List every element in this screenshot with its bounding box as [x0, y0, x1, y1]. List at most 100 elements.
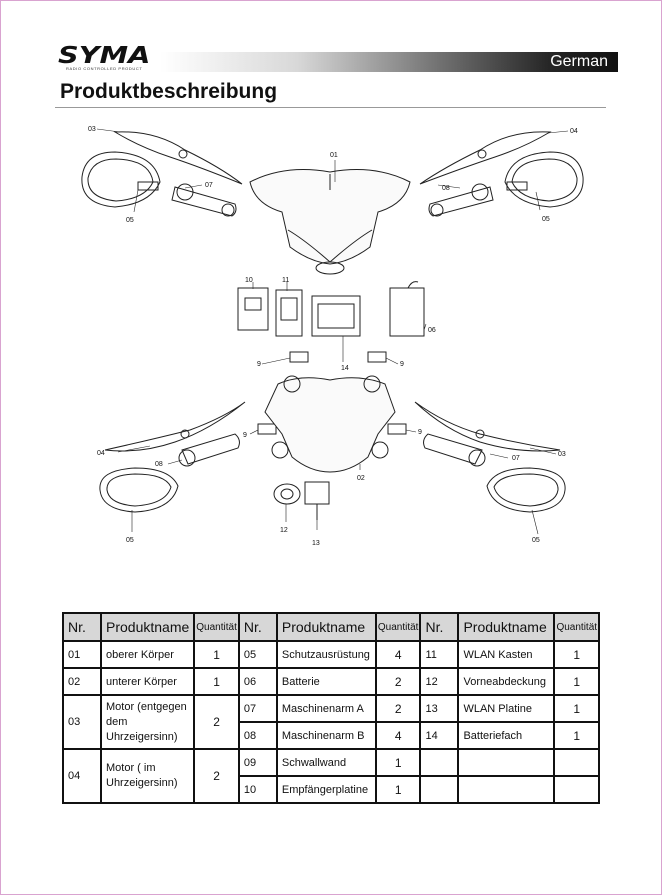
title-divider: [55, 107, 606, 108]
cell-qty: 1: [553, 694, 601, 723]
label-08: 08: [442, 185, 450, 192]
header-qty: Quantität: [193, 612, 240, 642]
cell-nr: 01: [62, 640, 102, 669]
table-row: 03 Motor (entgegen dem Uhrzeigersinn) 2 …: [62, 694, 601, 750]
table-row: 01 oberer Körper 1 05 Schutzausrüstung 4…: [62, 640, 601, 669]
table-row: 02 unterer Körper 1 06 Batterie 2 12 Vor…: [62, 667, 601, 696]
label-11: 11: [282, 277, 289, 284]
label-04-bottom: 04: [97, 450, 105, 457]
cell-qty: 1: [374, 748, 422, 777]
wifi-box-drawing: [275, 289, 303, 337]
cell-qty: 1: [553, 721, 601, 750]
label-05: 05: [126, 217, 134, 224]
propeller-03-bottom-drawing: [414, 401, 561, 452]
cell-qty: 4: [374, 721, 422, 750]
cell-name: Maschinenarm A: [275, 694, 377, 723]
cell-name: oberer Körper: [99, 640, 196, 669]
label-9-b: 9: [400, 361, 404, 368]
arm-08-bottom-drawing: [178, 433, 240, 467]
cell-name: Maschinenarm B: [275, 721, 377, 750]
label-9-a: 9: [257, 361, 261, 368]
header-qty: Quantität: [553, 612, 601, 642]
cell-name: Vorneabdeckung: [457, 667, 556, 696]
label-08-bottom: 08: [155, 461, 163, 468]
propeller-03-drawing: [113, 131, 243, 185]
label-05-bottom-left: 05: [126, 537, 134, 544]
cell-empty: [419, 775, 460, 804]
front-cover-drawing: [273, 483, 301, 505]
label-02: 02: [357, 475, 365, 482]
page-title: Produktbeschreibung: [60, 80, 278, 103]
cell-nr: 02: [62, 667, 102, 696]
cell-nr: 03: [62, 694, 102, 750]
label-07: 07: [205, 182, 213, 189]
label-05-right: 05: [542, 216, 550, 223]
cell-qty: 4: [374, 640, 422, 669]
propeller-04-bottom-drawing: [104, 401, 246, 452]
label-06: 06: [428, 327, 436, 334]
header-name: Produktname: [275, 612, 377, 642]
cell-nr: 09: [237, 748, 278, 777]
label-03-bottom: 03: [558, 451, 566, 458]
wifi-board-drawing: [304, 481, 330, 520]
cell-qty: 2: [374, 667, 422, 696]
table-row: 08 Maschinenarm B 4 14 Batteriefach 1: [63, 721, 601, 750]
battery-drawing: [389, 281, 425, 337]
arm-08-top-drawing: [428, 183, 494, 217]
cell-empty: [457, 748, 556, 777]
label-9-c: 9: [243, 432, 247, 439]
header-nr: Nr.: [419, 612, 460, 642]
cell-nr: 07: [237, 694, 278, 723]
label-10: 10: [245, 277, 253, 284]
cell-nr: 06: [237, 667, 278, 696]
cell-qty: 2: [193, 748, 240, 804]
guard-05-bottom-left-drawing: [99, 467, 179, 513]
parts-table: Nr. Produktname Quantität Nr. Produktnam…: [62, 612, 601, 804]
header-name: Produktname: [457, 612, 556, 642]
label-12: 12: [280, 527, 288, 534]
label-05-bottom-right: 05: [532, 537, 540, 544]
cell-empty: [553, 775, 601, 804]
cell-empty: [419, 748, 460, 777]
cell-qty: 1: [193, 640, 240, 669]
cell-name: Motor ( im Uhrzeigersinn): [99, 748, 196, 804]
lower-body-drawing: [264, 375, 396, 473]
logo-wordmark: SYMA: [58, 43, 151, 69]
cell-name: unterer Körper: [99, 667, 196, 696]
cell-qty: 2: [193, 694, 240, 750]
exploded-view-drawing: [81, 128, 584, 535]
cell-name: Batterie: [275, 667, 377, 696]
cell-name: Schwallwand: [275, 748, 377, 777]
battery-compartment-drawing: [311, 295, 361, 337]
cell-name: WLAN Platine: [457, 694, 556, 723]
cell-empty: [553, 748, 601, 777]
arm-07-top-drawing: [171, 183, 237, 217]
table-row: 10 Empfängerplatine 1: [63, 775, 601, 804]
cell-name: WLAN Kasten: [457, 640, 556, 669]
guard-05-left-drawing: [81, 151, 161, 208]
table-header-row: Nr. Produktname Quantität Nr. Produktnam…: [62, 612, 601, 642]
cell-qty: 1: [553, 667, 601, 696]
upper-body-drawing: [249, 169, 411, 275]
baffle-drawing: [257, 351, 407, 435]
label-03: 03: [88, 126, 96, 133]
language-header-bar: German: [160, 52, 618, 72]
label-13: 13: [312, 540, 320, 547]
propeller-04-drawing: [419, 131, 552, 185]
header-nr: Nr.: [237, 612, 278, 642]
cell-nr: 04: [62, 748, 102, 804]
label-9-d: 9: [418, 429, 422, 436]
cell-qty: 2: [374, 694, 422, 723]
table-row: 04 Motor ( im Uhrzeigersinn) 2 09 Schwal…: [62, 748, 601, 804]
label-04: 04: [570, 128, 578, 135]
cell-qty: 1: [553, 640, 601, 669]
cell-qty: 1: [374, 775, 422, 804]
cell-nr: 11: [419, 640, 460, 669]
callout-labels: 03 04 01 07 08 05 05 10 11 06 14 9 9 9 9…: [88, 126, 578, 547]
exploded-parts-diagram: 03 04 01 07 08 05 05 10 11 06 14 9 9 9 9…: [60, 112, 605, 557]
cell-name: Schutzausrüstung: [275, 640, 377, 669]
cell-nr: 05: [237, 640, 278, 669]
cell-name: Batteriefach: [457, 721, 556, 750]
cell-qty: 1: [193, 667, 240, 696]
cell-nr: 12: [419, 667, 460, 696]
